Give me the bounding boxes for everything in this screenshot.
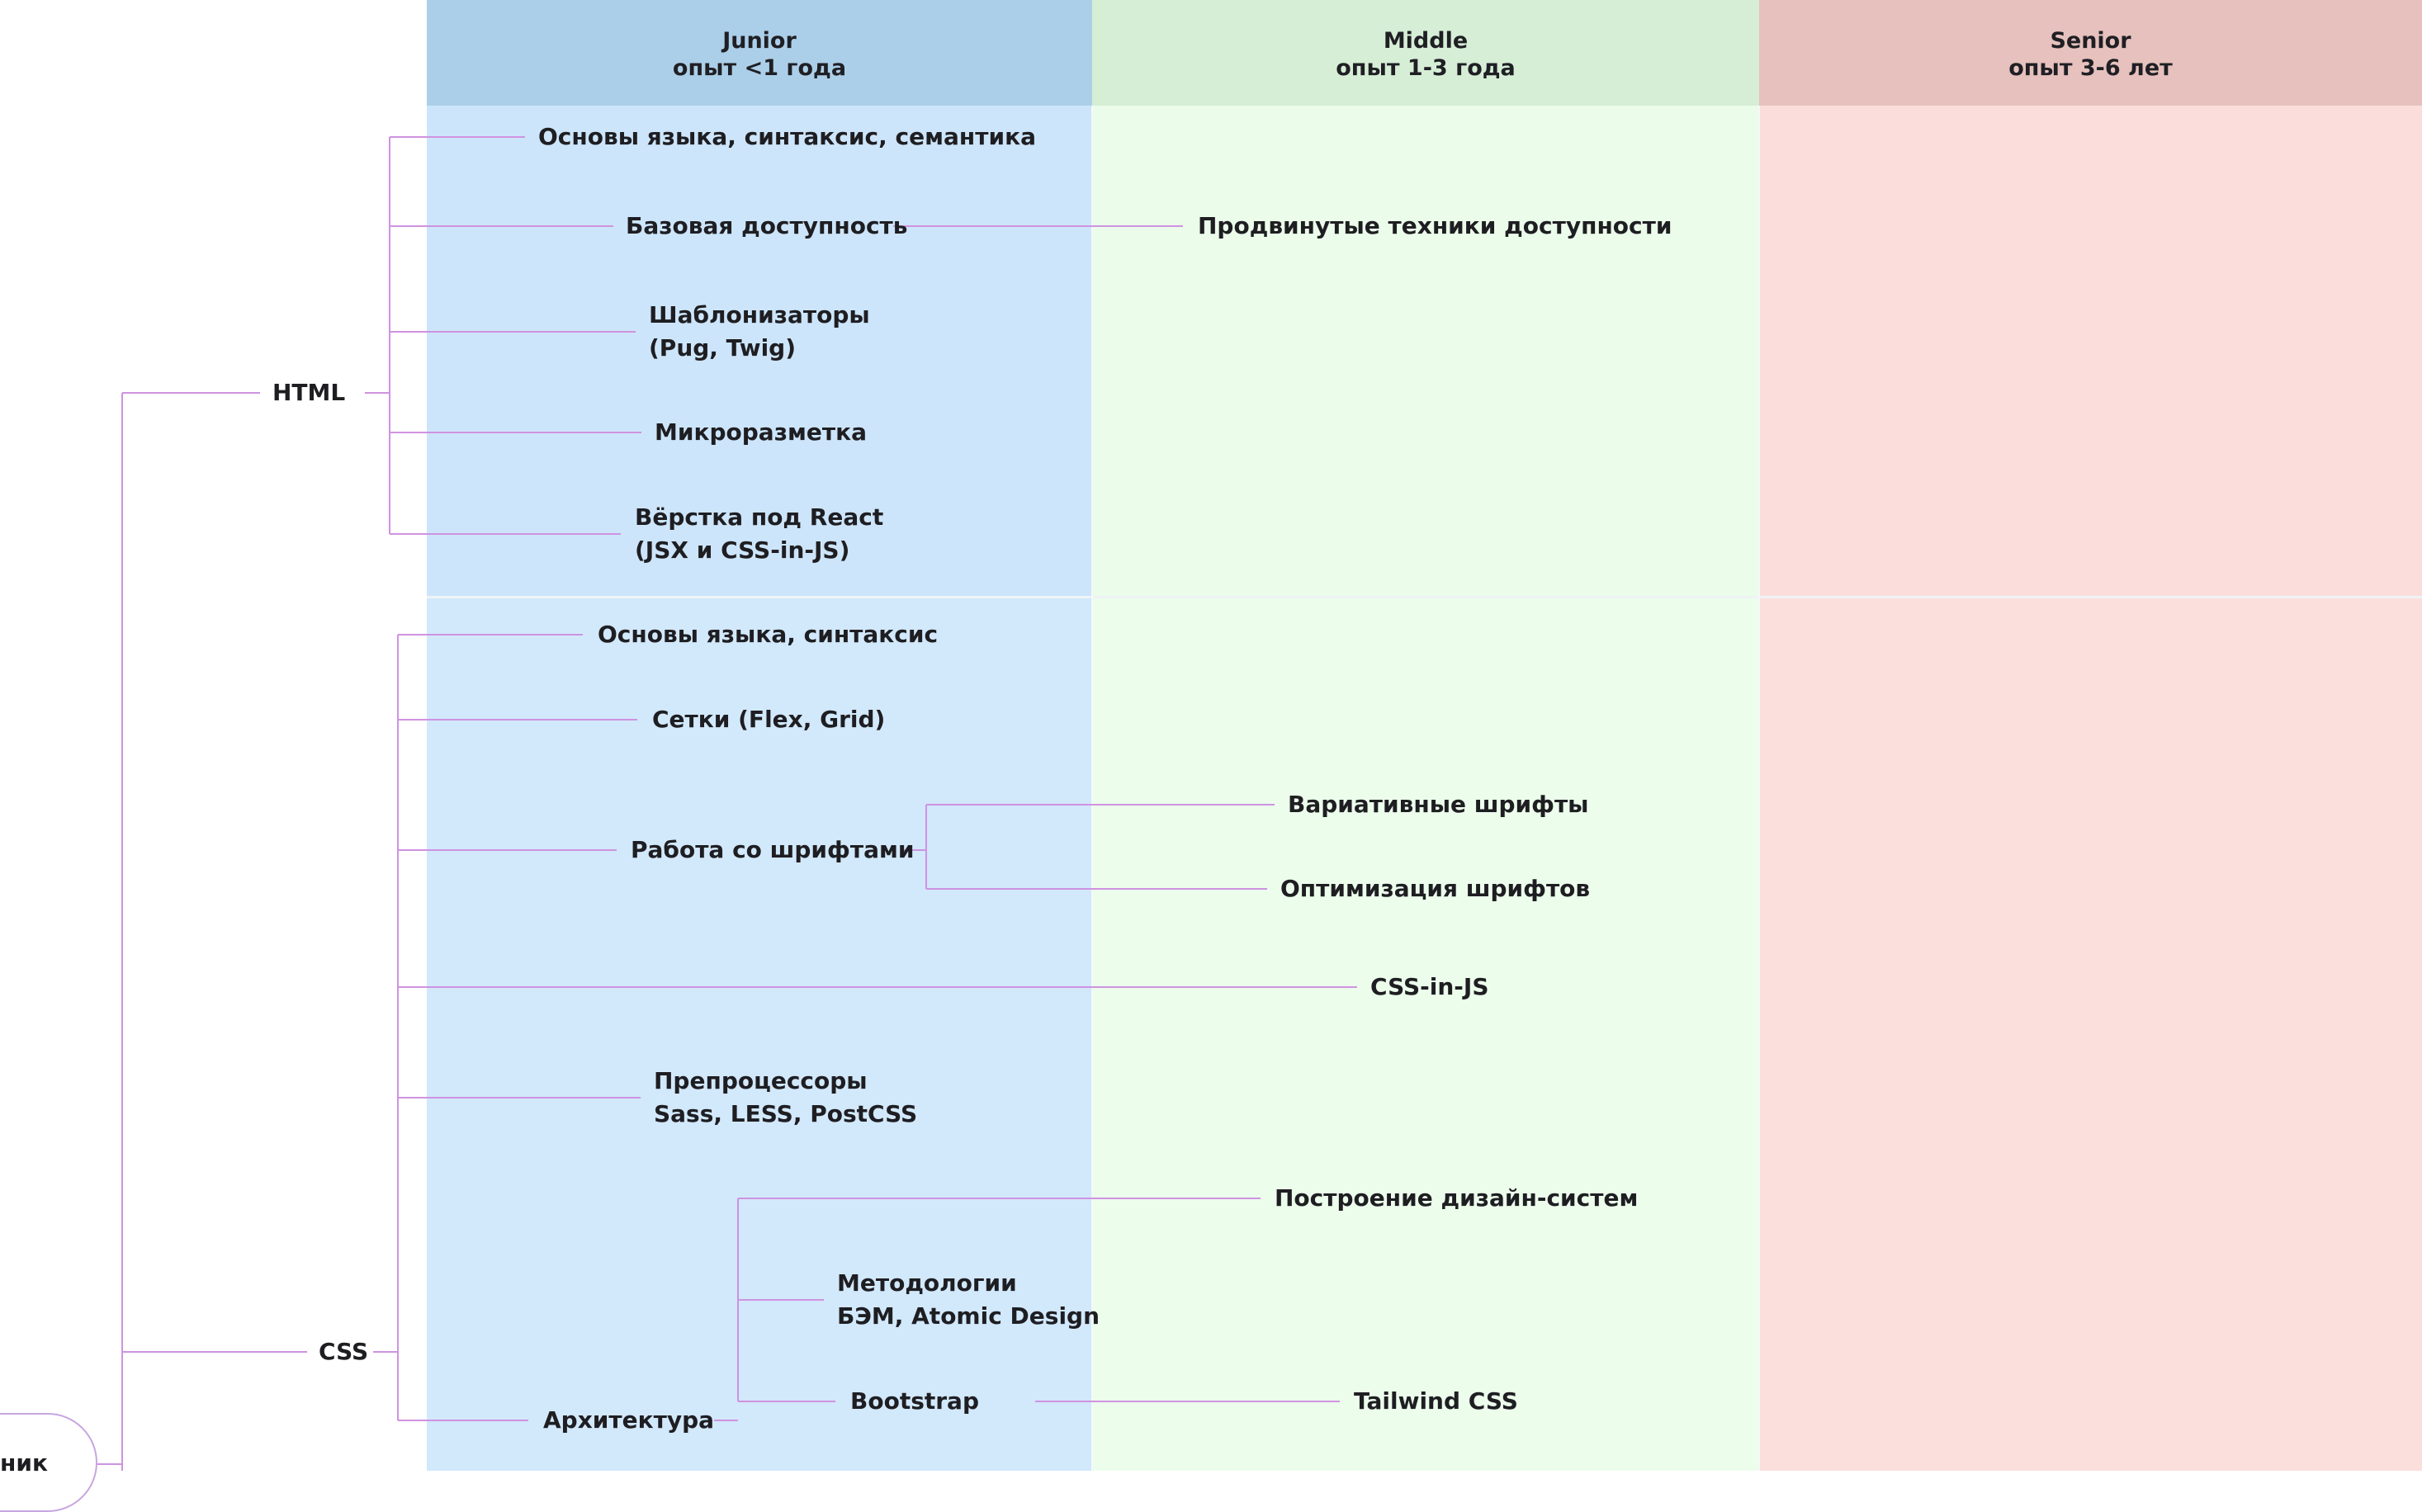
connector-lines <box>97 136 1357 1471</box>
html-node[interactable]: HTML <box>272 376 345 409</box>
html-item-templating[interactable]: Шаблонизаторы (Pug, Twig) <box>649 299 870 365</box>
trunk-connector <box>121 392 307 1471</box>
section-divider <box>427 596 2422 598</box>
node-text: Методологии <box>837 1269 1017 1297</box>
middle-item-tailwind[interactable]: Tailwind CSS <box>1354 1385 1518 1418</box>
node-text: Шаблонизаторы <box>649 301 870 328</box>
node-text: Sass, LESS, PostCSS <box>654 1100 918 1127</box>
column-separator <box>1091 0 1093 1471</box>
node-text: Основы языка, синтаксис, семантика <box>538 123 1036 150</box>
middle-item-advanced-accessibility[interactable]: Продвинутые техники доступности <box>1198 210 1672 243</box>
middle-item-design-systems[interactable]: Построение дизайн-систем <box>1275 1182 1638 1215</box>
html-item-microdata[interactable]: Микроразметка <box>655 416 867 449</box>
middle-css-band <box>1092 598 1759 1471</box>
senior-title: Senior <box>2050 28 2131 54</box>
css-item-fonts[interactable]: Работа со шрифтами <box>631 834 914 867</box>
node-text: Микроразметка <box>655 418 867 446</box>
fonts-connector <box>901 804 1275 890</box>
node-text: (Pug, Twig) <box>649 334 797 361</box>
node-text: БЭМ, Atomic Design <box>837 1302 1100 1330</box>
middle-title: Middle <box>1383 28 1469 54</box>
node-text: Базовая доступность <box>626 212 908 239</box>
middle-header: Middle опыт 1-3 года <box>1092 0 1759 106</box>
css-item-preprocessors[interactable]: Препроцессоры Sass, LESS, PostCSS <box>654 1065 917 1131</box>
css-item-architecture[interactable]: Архитектура <box>543 1404 714 1437</box>
node-text: Оптимизация шрифтов <box>1280 875 1591 902</box>
css-node[interactable]: CSS <box>319 1335 368 1368</box>
column-separator <box>1758 0 1760 1471</box>
node-text: Препроцессоры <box>654 1067 868 1094</box>
html-item-react-markup[interactable]: Вёрстка под React (JSX и CSS-in-JS) <box>635 501 883 567</box>
junior-header: Junior опыт <1 года <box>427 0 1092 106</box>
node-text: Построение дизайн-систем <box>1275 1184 1639 1212</box>
middle-item-variable-fonts[interactable]: Вариативные шрифты <box>1288 788 1589 821</box>
html-connector <box>365 136 641 535</box>
architecture-connector <box>714 1198 1261 1421</box>
node-text: Вариативные шрифты <box>1288 791 1589 818</box>
node-text: CSS-in-JS <box>1370 973 1489 1000</box>
html-item-basics[interactable]: Основы языка, синтаксис, семантика <box>538 120 1036 154</box>
senior-css-band <box>1759 598 2422 1471</box>
junior-css-band <box>427 598 1092 1471</box>
css-label: CSS <box>319 1338 369 1365</box>
root-label: ник <box>0 1449 48 1477</box>
node-text: Сетки (Flex, Grid) <box>652 706 886 733</box>
senior-header: Senior опыт 3-6 лет <box>1759 0 2422 106</box>
css-connector <box>373 634 1357 1421</box>
html-label: HTML <box>272 379 346 406</box>
middle-item-css-in-js[interactable]: CSS-in-JS <box>1370 971 1489 1004</box>
junior-title: Junior <box>722 28 797 54</box>
senior-subtitle: опыт 3-6 лет <box>2008 55 2173 81</box>
node-text: Продвинутые техники доступности <box>1198 212 1672 239</box>
css-item-grids[interactable]: Сетки (Flex, Grid) <box>652 703 885 736</box>
node-text: Основы языка, синтаксис <box>598 621 939 648</box>
junior-item-bootstrap[interactable]: Bootstrap <box>850 1385 979 1418</box>
middle-subtitle: опыт 1-3 года <box>1336 55 1516 81</box>
node-text: Вёрстка под React <box>635 503 884 531</box>
junior-subtitle: опыт <1 года <box>672 55 847 81</box>
node-text: Работа со шрифтами <box>631 836 915 863</box>
node-text: Tailwind CSS <box>1354 1387 1518 1415</box>
middle-item-font-optimization[interactable]: Оптимизация шрифтов <box>1280 872 1590 905</box>
junior-item-methodologies[interactable]: Методологии БЭМ, Atomic Design <box>837 1267 1100 1333</box>
node-text: Bootstrap <box>850 1387 979 1415</box>
node-text: (JSX и CSS-in-JS) <box>635 536 850 564</box>
node-text: Архитектура <box>543 1406 715 1434</box>
css-item-basics[interactable]: Основы языка, синтаксис <box>598 618 938 651</box>
html-item-basic-accessibility[interactable]: Базовая доступность <box>626 210 907 243</box>
